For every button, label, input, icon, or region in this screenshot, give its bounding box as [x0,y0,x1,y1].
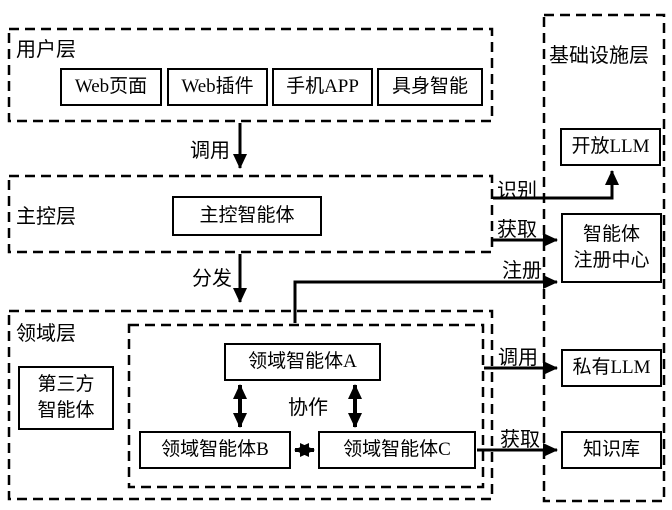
edge-label-invoke-top: 调用 [190,140,230,162]
edge-label-invoke-private-llm: 调用 [498,347,538,369]
edge-label-collaborate: 协作 [288,397,328,419]
third-party-line2: 智能体 [37,400,95,421]
third-party-line1: 第三方 [37,374,95,396]
node-domain-agent-a: 领域智能体A [224,343,381,381]
node-domain-agent-c: 领域智能体C [318,431,476,469]
registry-line2: 注册中心 [573,250,650,271]
master-layer-frame [7,174,494,254]
infra-layer-label: 基础设施层 [549,45,649,67]
node-domain-agent-b: 领域智能体B [139,431,291,469]
edge-label-fetch-registry: 获取 [497,219,537,241]
registry-line1: 智能体 [582,224,640,246]
node-private-llm: 私有LLM [561,349,662,387]
node-phone-app: 手机APP [272,68,373,106]
node-knowledge-base: 知识库 [561,431,662,469]
domain-layer-label: 领域层 [16,323,76,345]
edge-register-to-registry [293,275,558,323]
edge-identify-to-open-llm [493,170,619,200]
edge-label-fetch-kb: 获取 [500,429,540,451]
node-third-party-agent: 第三方 智能体 [18,366,114,430]
node-embodied-ai: 具身智能 [377,68,483,106]
node-master-agent: 主控智能体 [172,196,322,236]
infra-layer-frame [542,13,666,503]
node-agent-registry: 智能体 注册中心 [561,213,662,283]
user-layer-frame [7,27,494,123]
node-web-plugin: Web插件 [167,68,268,106]
user-layer-label: 用户层 [16,39,76,61]
node-web-page: Web页面 [60,68,162,106]
domain-agents-frame [127,323,485,489]
edge-label-identify: 识别 [497,180,537,202]
edge-label-register: 注册 [502,260,542,282]
node-open-llm: 开放LLM [560,128,661,166]
domain-layer-frame [7,309,494,501]
master-layer-label: 主控层 [16,206,76,228]
edge-label-dispatch: 分发 [192,268,232,290]
